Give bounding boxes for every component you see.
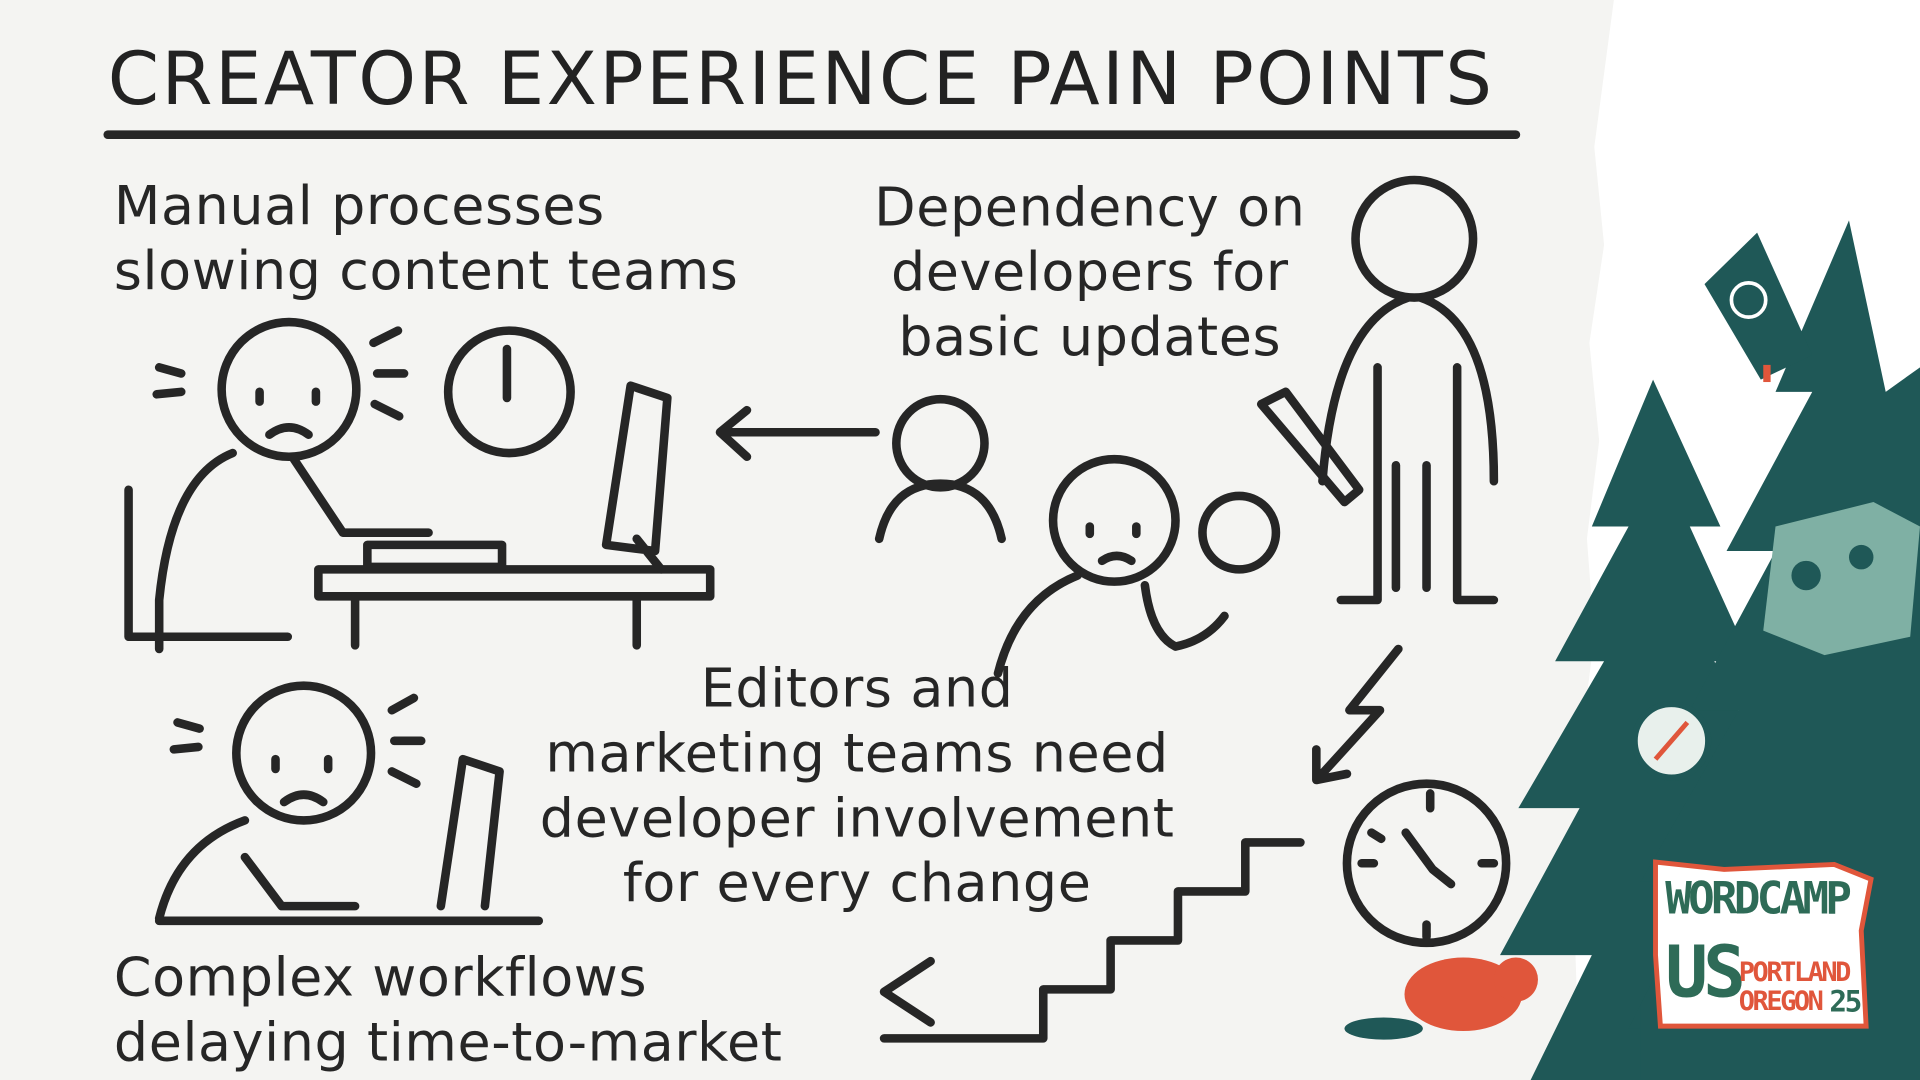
text-line: Editors and [700,657,1014,721]
text-line: for every change [622,852,1092,915]
text-line: developer involvement [539,787,1175,850]
text-line: Complex workflows [113,946,648,1009]
logo-wordcamp: WORDCAMP [1665,874,1852,925]
text-line: basic updates [898,306,1282,369]
pain-point-editors-marketing: Editors and marketing teams need develop… [539,656,1176,916]
text-line: delaying time-to-market [113,1011,783,1074]
logo-state: OREGON [1738,986,1824,1018]
wordcamp-us-logo: WORDCAMP US PORTLAND OREGON 25 [1651,857,1876,1031]
developer-with-wrench-icon [1256,175,1499,605]
stairs-arrow-icon [879,838,1305,1043]
logo-city: PORTLAND [1738,957,1852,989]
compass-icon [1631,701,1712,781]
text-line: slowing content teams [113,240,739,303]
stressed-worker-at-laptop-icon [154,681,544,926]
map-icon [1763,502,1920,656]
logo-year: 25 [1829,984,1862,1019]
book-icon [1704,232,1813,383]
small-sad-person-icon [874,394,1006,544]
beaver-icon [1344,957,1538,1040]
pain-point-complex-workflows: Complex workflows delaying time-to-marke… [114,945,783,1075]
confused-person-speech-bubble-icon [993,454,1281,678]
text-line: Manual processes [113,175,605,238]
pain-point-developer-dependency: Dependency on developers for basic updat… [869,175,1310,370]
stressed-worker-at-desk-icon [124,317,715,654]
page-title: CREATOR EXPERIENCE PAIN POINTS [107,36,1495,123]
text-line: developers for [890,241,1289,304]
arrow-left-icon [715,405,880,462]
logo-us: US [1665,930,1746,1014]
text-line: Dependency on [874,176,1306,239]
lightning-arrow-icon [1312,644,1403,785]
pain-point-manual-processes: Manual processes slowing content teams [114,174,739,304]
clock-icon [443,326,575,458]
text-line: marketing teams need [545,722,1169,785]
clock-icon-large [1342,779,1511,948]
